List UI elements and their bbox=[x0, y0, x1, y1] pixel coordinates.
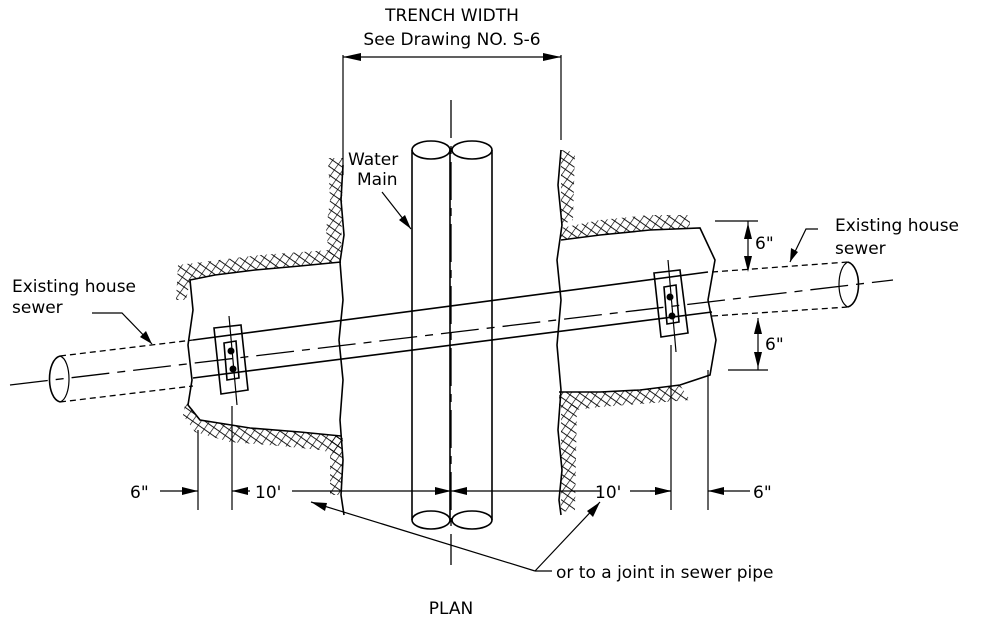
existing-house-left-label: Existing house bbox=[12, 277, 136, 297]
dim-six-left: 6" bbox=[130, 483, 149, 503]
water-main bbox=[411, 100, 493, 565]
joint-note-label: or to a joint in sewer pipe bbox=[556, 563, 774, 583]
right-vertical-dims: 6" 6" bbox=[715, 220, 784, 371]
sewer-left-label: sewer bbox=[12, 298, 63, 318]
dim-six-upper: 6" bbox=[755, 234, 774, 254]
dim-six-right: 6" bbox=[753, 483, 772, 503]
dim-ten-right: 10' bbox=[595, 483, 621, 503]
main-label: Main bbox=[357, 170, 398, 190]
sewer-right-label: sewer bbox=[835, 239, 886, 259]
plan-title: PLAN bbox=[429, 599, 473, 619]
trench-width-label: TRENCH WIDTH bbox=[384, 6, 519, 26]
see-drawing-label: See Drawing NO. S-6 bbox=[363, 30, 540, 50]
sewer-clamp-right bbox=[653, 259, 689, 353]
trench-width-dimension: TRENCH WIDTH See Drawing NO. S-6 bbox=[342, 6, 562, 175]
house-sewer-pipe bbox=[9, 261, 894, 403]
earth-hatching bbox=[176, 150, 690, 512]
water-label: Water bbox=[348, 150, 398, 170]
sewer-clamp-left bbox=[213, 315, 249, 406]
joint-note-leaders bbox=[310, 501, 601, 572]
dim-ten-left: 10' bbox=[255, 483, 281, 503]
leader-lines bbox=[92, 191, 818, 345]
dim-six-lower: 6" bbox=[765, 335, 784, 355]
bottom-dims: 6" 10' 10' 6" bbox=[130, 345, 772, 510]
existing-house-right-label: Existing house bbox=[835, 216, 959, 236]
